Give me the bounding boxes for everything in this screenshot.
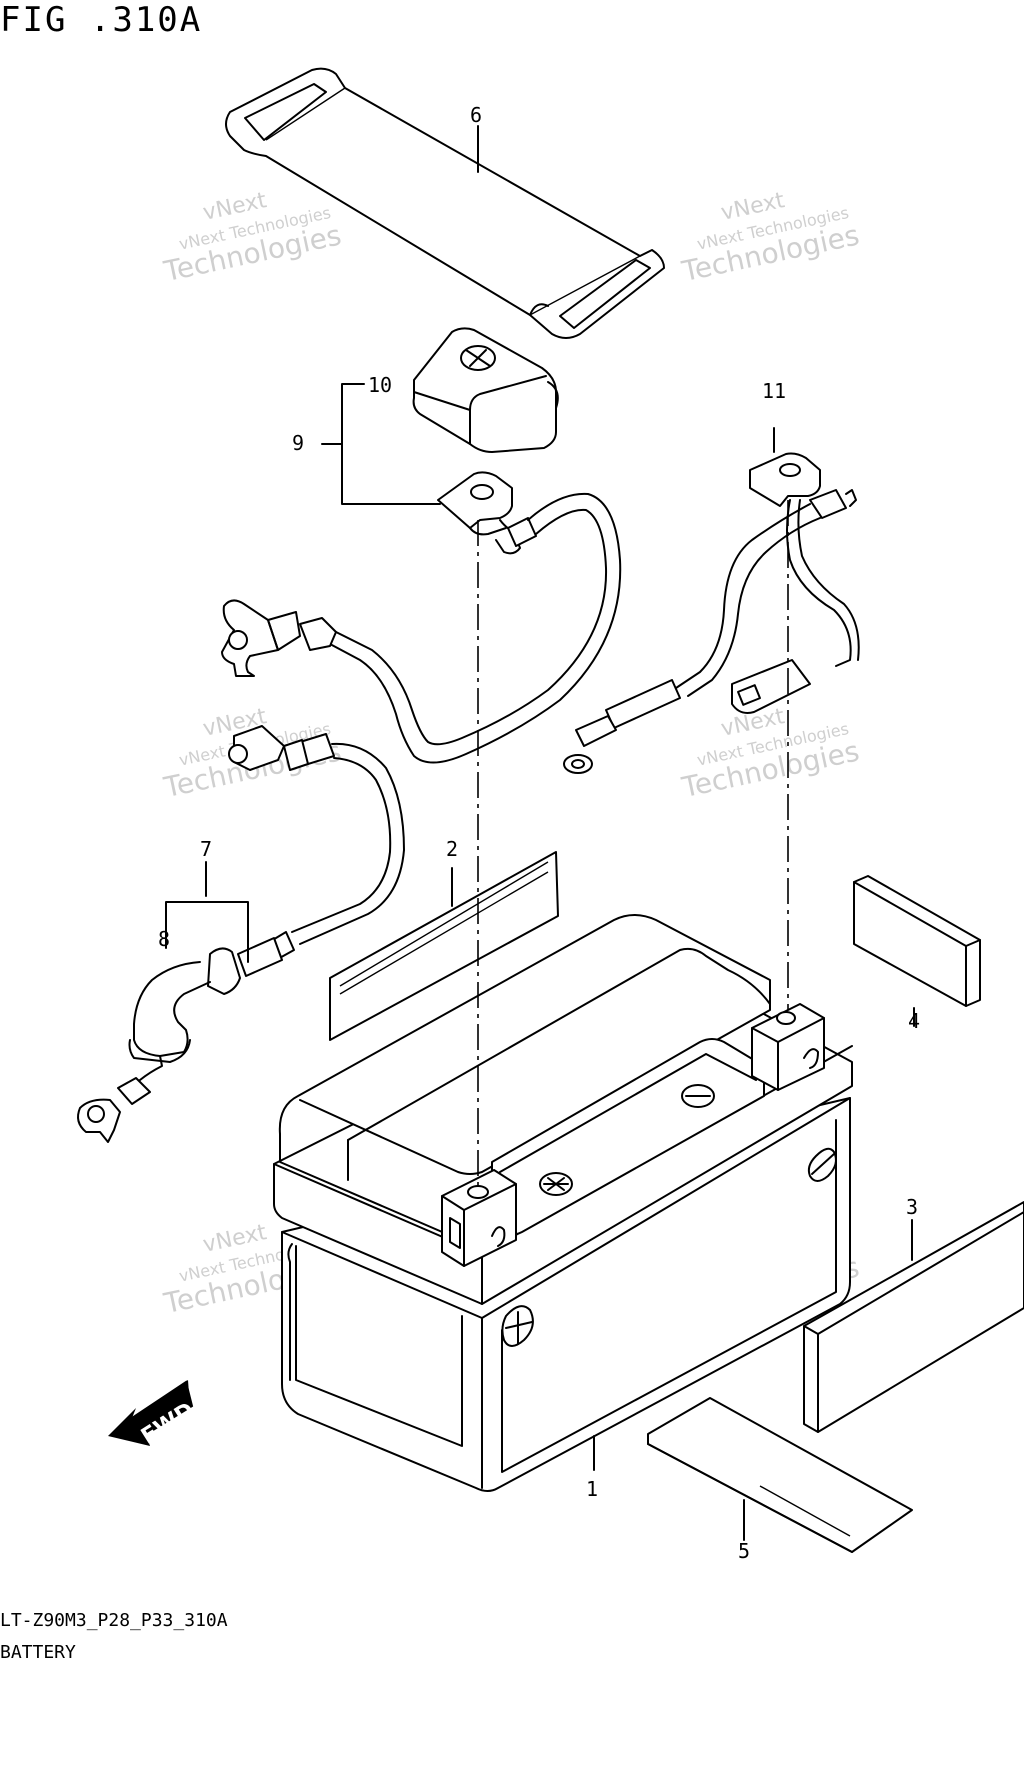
callout-6: 6	[470, 103, 482, 127]
terminal-block-right	[751, 1003, 825, 1091]
figure-title: FIG .310A	[0, 0, 203, 40]
callout-7: 7	[200, 837, 212, 861]
starter-cable	[77, 725, 405, 1143]
callout-5: 5	[738, 1539, 750, 1563]
leader-bracket-7-8	[165, 901, 249, 963]
label-part-2	[329, 851, 559, 1041]
pad-part-4	[853, 875, 981, 1007]
terminal-block-left	[441, 1169, 517, 1267]
callout-8: 8	[158, 927, 170, 951]
callout-11: 11	[762, 379, 786, 403]
callout-4: 4	[908, 1009, 920, 1033]
watermark: vNext vNext Technologies Technologies	[160, 188, 344, 288]
callout-2: 2	[446, 837, 458, 861]
callout-9: 9	[292, 431, 304, 455]
watermark: vNext vNext Technologies Technologies	[678, 704, 862, 804]
positive-cable	[221, 471, 622, 764]
callout-3: 3	[906, 1195, 918, 1219]
terminal-cover	[412, 327, 559, 453]
negative-cable	[563, 452, 860, 774]
footer-name: BATTERY	[0, 1642, 76, 1663]
pad-part-3	[803, 1201, 1024, 1433]
fwd-arrow-icon: FWD	[108, 1380, 199, 1450]
battery-strap	[225, 67, 665, 339]
footer-code: LT-Z90M3_P28_P33_310A	[0, 1610, 228, 1631]
callout-10: 10	[368, 373, 392, 397]
callout-1: 1	[586, 1477, 598, 1501]
watermark: vNext vNext Technologies Technologies	[678, 188, 862, 288]
battery-body	[273, 914, 853, 1492]
sheet-part-5	[647, 1397, 913, 1553]
